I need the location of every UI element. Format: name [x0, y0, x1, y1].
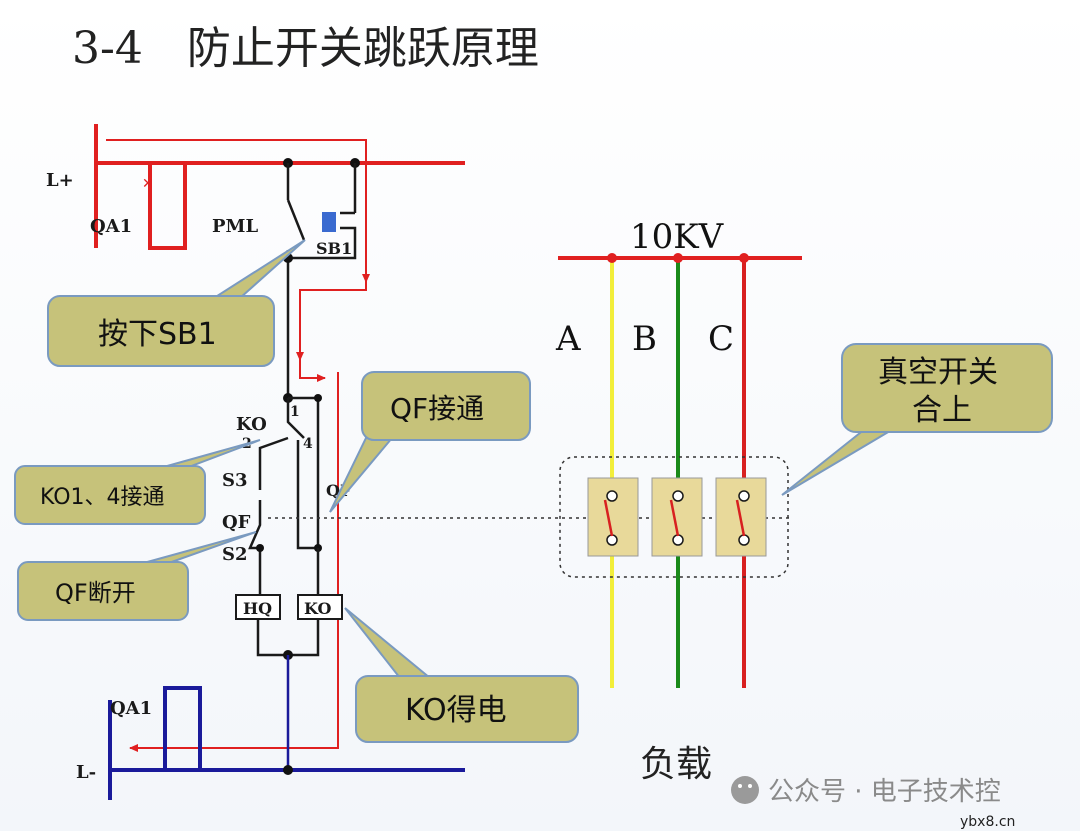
callout-ko-energized-text: KO得电: [405, 693, 507, 728]
callout-qf-off: [17, 561, 189, 621]
label-load: 负载: [640, 744, 712, 785]
callouts: 按下SB1 QF接通 KO1、4接通 QF断开 KO得电 真空开关 合上: [14, 239, 1053, 743]
callout-ko14-on: [14, 465, 206, 525]
watermark: 公众号 · 电子技术控 ybx8.cn: [731, 776, 1015, 830]
svg-text:✕: ✕: [142, 176, 154, 192]
switch-phase-b: [651, 477, 703, 557]
sb1-button: [322, 212, 336, 232]
label-s3: S3: [222, 470, 248, 491]
callout-qf-on-text: QF接通: [390, 392, 484, 425]
label-hq: HQ: [243, 599, 272, 618]
switch-phase-a: [587, 477, 639, 557]
callout-press-sb1-text: 按下SB1: [98, 317, 217, 352]
callout-ko14-on-text: KO1、4接通: [40, 485, 165, 510]
label-sb1: SB1: [316, 239, 352, 258]
label-s2: S2: [222, 544, 248, 565]
label-qa1-bottom: QA1: [110, 698, 152, 719]
callout-qf-on: [361, 371, 531, 441]
s3-qf-s2-branch: [248, 436, 289, 595]
qa1-bottom-breaker: [163, 686, 202, 770]
label-ko-contact: KO: [236, 414, 267, 435]
hv-section: 10KV A B C 负载: [555, 217, 802, 785]
label-voltage: 10KV: [630, 217, 725, 257]
label-phase-a: A: [555, 319, 581, 359]
control-circuit: ✕: [94, 124, 790, 800]
current-path-mid: [296, 282, 367, 361]
label-qa1-top: QA1: [90, 216, 132, 237]
current-path-top: [106, 139, 370, 283]
callout-press-sb1: [47, 295, 275, 367]
watermark-site: ybx8.cn: [960, 814, 1015, 830]
vacuum-switch-enclosure: [559, 456, 789, 578]
watermark-text: 公众号 · 电子技术控: [768, 777, 1001, 807]
label-phase-b: B: [632, 319, 657, 359]
ko-contact-1-4: [286, 396, 320, 550]
callout-vacuum-line1: 真空开关: [878, 355, 998, 390]
label-l-minus: L-: [76, 762, 96, 783]
label-ko-pin1: 1: [290, 404, 300, 420]
callout-ko-energized: [355, 675, 579, 743]
callout-vacuum-line2: 合上: [912, 393, 972, 428]
label-pml: PML: [212, 216, 258, 237]
circuit-labels: L+ QA1 PML SB1 KO 1 2 4 S3 QF QF S2 HQ K…: [46, 170, 352, 783]
pml-contact: [286, 163, 306, 398]
current-path-right: [299, 360, 326, 382]
ko-coil: [297, 594, 343, 620]
callout-qf-off-text: QF断开: [55, 579, 136, 607]
label-ko-coil: KO: [304, 599, 331, 618]
label-phase-c: C: [708, 319, 734, 359]
callout-vacuum-closed: [841, 343, 1053, 433]
sb1-wiring: [288, 163, 357, 260]
label-qf: QF: [222, 512, 251, 533]
label-l-plus: L+: [46, 170, 74, 191]
qa1-top-breaker: [148, 163, 187, 250]
switch-phase-c: [715, 477, 767, 557]
label-ko-pin4: 4: [303, 436, 313, 452]
page-title: 3-4 防止开关跳跃原理: [72, 23, 539, 74]
